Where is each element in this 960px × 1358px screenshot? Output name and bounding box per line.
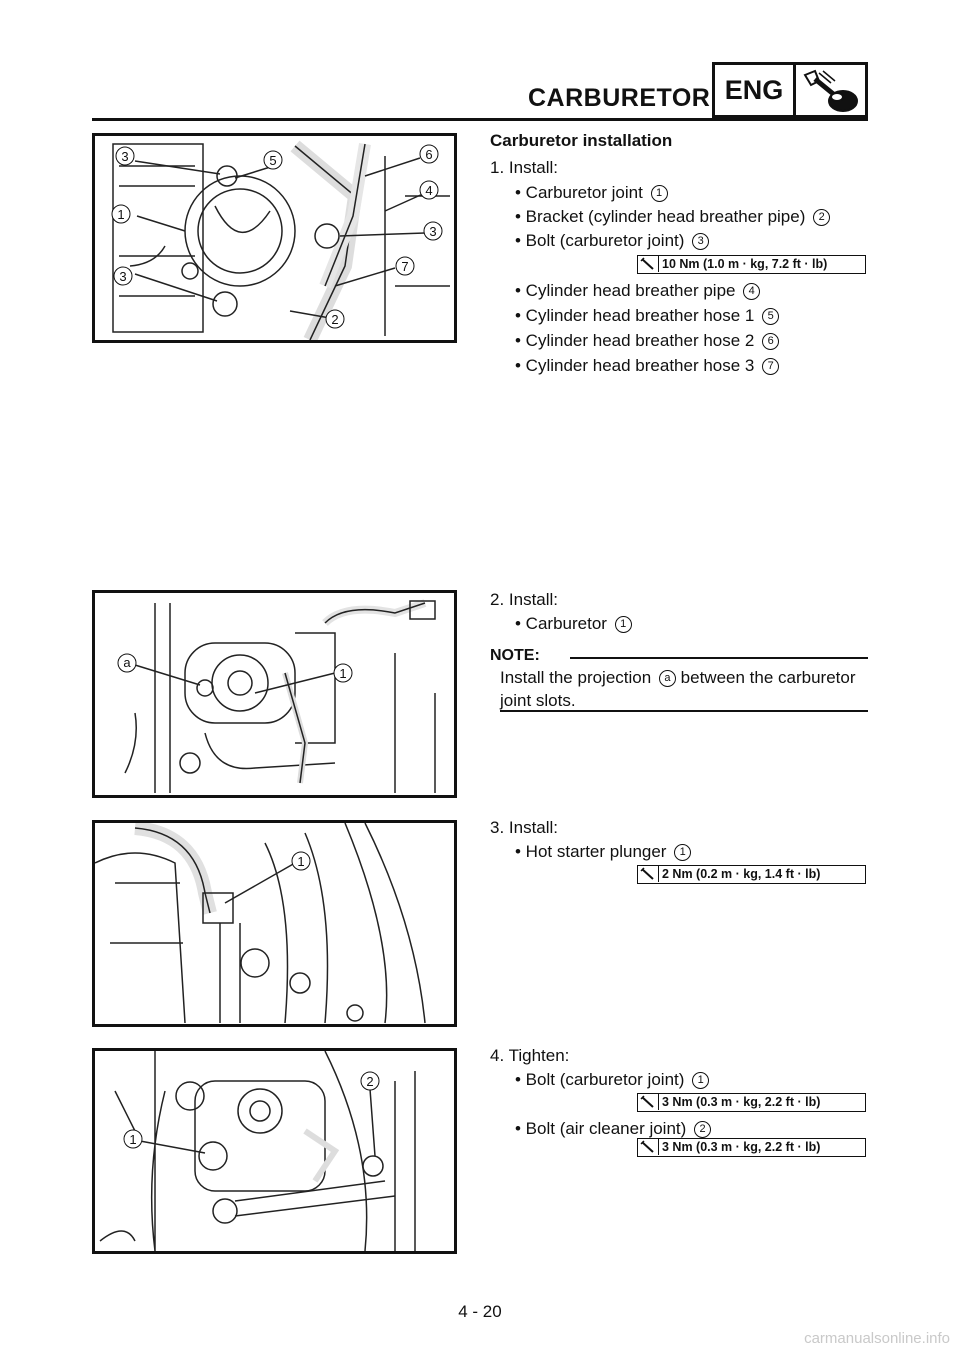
callout: 1 [123, 1129, 143, 1149]
callout: 4 [419, 180, 439, 200]
page-title: CARBURETOR [528, 84, 711, 112]
svg-text:6: 6 [425, 147, 432, 162]
svg-text:4: 4 [425, 183, 432, 198]
callout: 2 [360, 1071, 380, 1091]
callout: 3 [113, 266, 133, 286]
svg-text:3: 3 [121, 149, 128, 164]
torque-spec: 10 Nm (1.0 m · kg, 7.2 ft · lb) [637, 255, 866, 274]
step-label: 2. Install: [490, 590, 559, 609]
list-item: • Cylinder head breather pipe 4 [515, 280, 761, 302]
section-heading: Carburetor installation [490, 131, 673, 150]
list-item: • Carburetor 1 [515, 613, 632, 635]
step-label: 1. Install: [490, 158, 559, 177]
list-item: • Carburetor joint 1 [515, 182, 668, 204]
list-item: • Bolt (carburetor joint) 3 [515, 230, 710, 252]
list-item: • Bracket (cylinder head breather pipe) … [515, 206, 831, 228]
figure-carburetor-bolts: 2 1 [92, 1048, 457, 1254]
svg-text:1: 1 [117, 207, 124, 222]
svg-text:2: 2 [366, 1074, 373, 1089]
svg-text:1: 1 [129, 1132, 136, 1147]
header-rule [92, 118, 868, 121]
callout: 3 [115, 146, 135, 166]
torque-spec: 2 Nm (0.2 m · kg, 1.4 ft · lb) [637, 865, 866, 884]
list-item: • Cylinder head breather hose 2 6 [515, 330, 780, 352]
callout: 3 [423, 221, 443, 241]
list-item: • Cylinder head breather hose 3 7 [515, 355, 780, 377]
list-item: • Bolt (carburetor joint) 1 [515, 1069, 710, 1091]
note-label: NOTE: [490, 647, 540, 664]
svg-text:1: 1 [297, 854, 304, 869]
figure-carburetor: a 1 [92, 590, 457, 798]
svg-text:3: 3 [429, 224, 436, 239]
note-text: Install the projection a between the car… [500, 668, 856, 688]
svg-text:3: 3 [119, 269, 126, 284]
torque-spec: 3 Nm (0.3 m · kg, 2.2 ft · lb) [637, 1138, 866, 1157]
list-item: • Cylinder head breather hose 1 5 [515, 305, 780, 327]
svg-text:a: a [123, 655, 131, 670]
callout: 6 [419, 144, 439, 164]
step-label: 3. Install: [490, 818, 559, 837]
callout: 5 [263, 150, 283, 170]
svg-text:1: 1 [339, 666, 346, 681]
step-label: 4. Tighten: [490, 1046, 570, 1065]
section-code: ENG [715, 65, 796, 115]
svg-text:2: 2 [331, 312, 338, 327]
svg-text:7: 7 [401, 259, 408, 274]
list-item: • Bolt (air cleaner joint) 2 [515, 1118, 712, 1140]
callout: a [117, 653, 137, 673]
note-rule-top [570, 657, 868, 659]
callout: 2 [325, 309, 345, 329]
note-rule-bottom [500, 710, 868, 712]
callout: 1 [111, 204, 131, 224]
torque-spec: 3 Nm (0.3 m · kg, 2.2 ft · lb) [637, 1093, 866, 1112]
figure-hot-starter-plunger: 1 [92, 820, 457, 1027]
watermark: carmanualsonline.info [804, 1330, 950, 1347]
torque-wrench-icon [638, 866, 659, 882]
torque-wrench-icon [638, 256, 659, 272]
engine-wrench-icon [797, 67, 863, 120]
torque-wrench-icon [638, 1139, 659, 1155]
torque-wrench-icon [638, 1094, 659, 1110]
page-number: 4 - 20 [458, 1302, 502, 1321]
callout: 7 [395, 256, 415, 276]
figure-carburetor-joint: 3 5 6 4 1 3 3 7 2 [92, 133, 457, 343]
list-item: • Hot starter plunger 1 [515, 841, 692, 863]
callout: 1 [333, 663, 353, 683]
section-badge: ENG [712, 62, 868, 118]
note-text: joint slots. [500, 691, 576, 710]
svg-text:5: 5 [269, 153, 276, 168]
callout: 1 [291, 851, 311, 871]
